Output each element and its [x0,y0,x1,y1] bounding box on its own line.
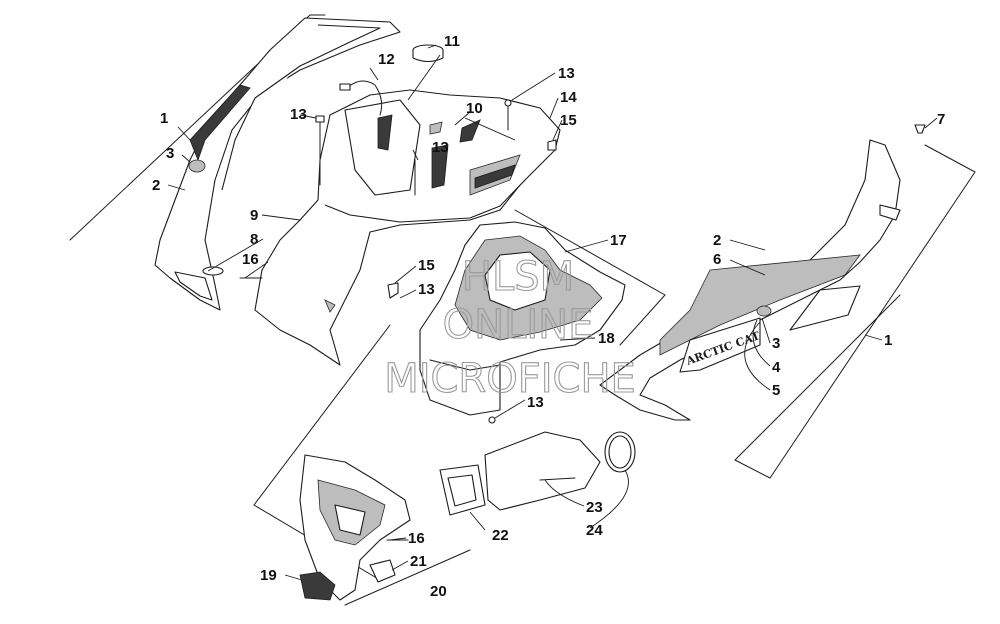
watermark-line-3: MICROFICHE [384,356,636,402]
callout-16-bottom: 16 [408,530,425,547]
callout-15-b: 15 [418,257,435,274]
watermark-line-2: ONLINE [443,302,594,348]
callout-21: 21 [410,553,427,570]
callout-1-right: 1 [884,332,892,349]
callout-12: 12 [378,51,395,68]
fasteners [239,99,557,541]
callout-19: 19 [260,567,277,584]
callout-9: 9 [250,207,258,224]
callout-7: 7 [937,111,945,128]
callout-11: 11 [444,33,460,50]
push-rivet [914,124,926,134]
callout-24: 24 [586,522,603,539]
callout-23: 23 [586,499,603,516]
callout-4: 4 [772,359,781,376]
callout-20: 20 [430,583,447,600]
callout-labels: 1 3 2 9 8 16 12 11 13 10 13 13 14 15 17 … [152,33,945,600]
callout-13-e: 13 [527,394,544,411]
callout-16-left: 16 [242,251,259,268]
callout-5: 5 [772,382,780,399]
leader-lines [167,44,938,581]
callout-15-a: 15 [560,112,577,129]
left-side-panel [154,17,401,311]
wire-harness [339,80,383,116]
callout-13-d: 13 [418,281,435,298]
callout-22: 22 [492,527,509,544]
callout-2-left: 2 [152,177,160,194]
callout-6: 6 [713,251,721,268]
callout-3-right: 3 [772,335,780,352]
callout-13-b: 13 [432,139,449,156]
group-brackets [69,14,976,606]
callout-1-left: 1 [160,110,168,127]
watermark: HLSM ONLINE MICROFICHE [384,253,637,402]
callout-2-right: 2 [713,232,721,249]
callout-14: 14 [560,89,577,106]
callout-13-a: 13 [290,106,307,123]
callout-3-left: 3 [166,145,174,162]
callout-10: 10 [466,100,483,117]
storage-bin [419,221,626,424]
watermark-line-1: HLSM [462,254,574,300]
right-side-panel: ARCTIC CAT [599,139,901,421]
callout-18: 18 [598,330,615,347]
air-duct [439,431,636,516]
callout-8: 8 [250,231,258,248]
callout-17: 17 [610,232,627,249]
hood-assembly [254,89,561,366]
vent-grommet [412,44,444,63]
front-intake-assembly [299,454,411,601]
callout-13-c: 13 [558,65,575,82]
